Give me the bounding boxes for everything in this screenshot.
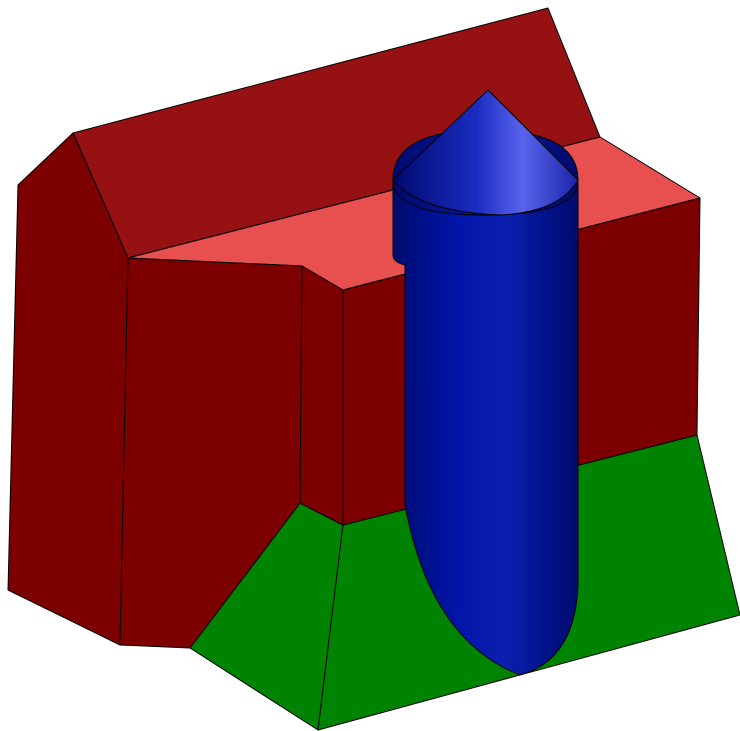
cone-tip — [392, 89, 579, 216]
cylinder — [392, 89, 579, 676]
notch-side-face — [299, 265, 344, 526]
front-left-wall-face — [119, 257, 303, 649]
